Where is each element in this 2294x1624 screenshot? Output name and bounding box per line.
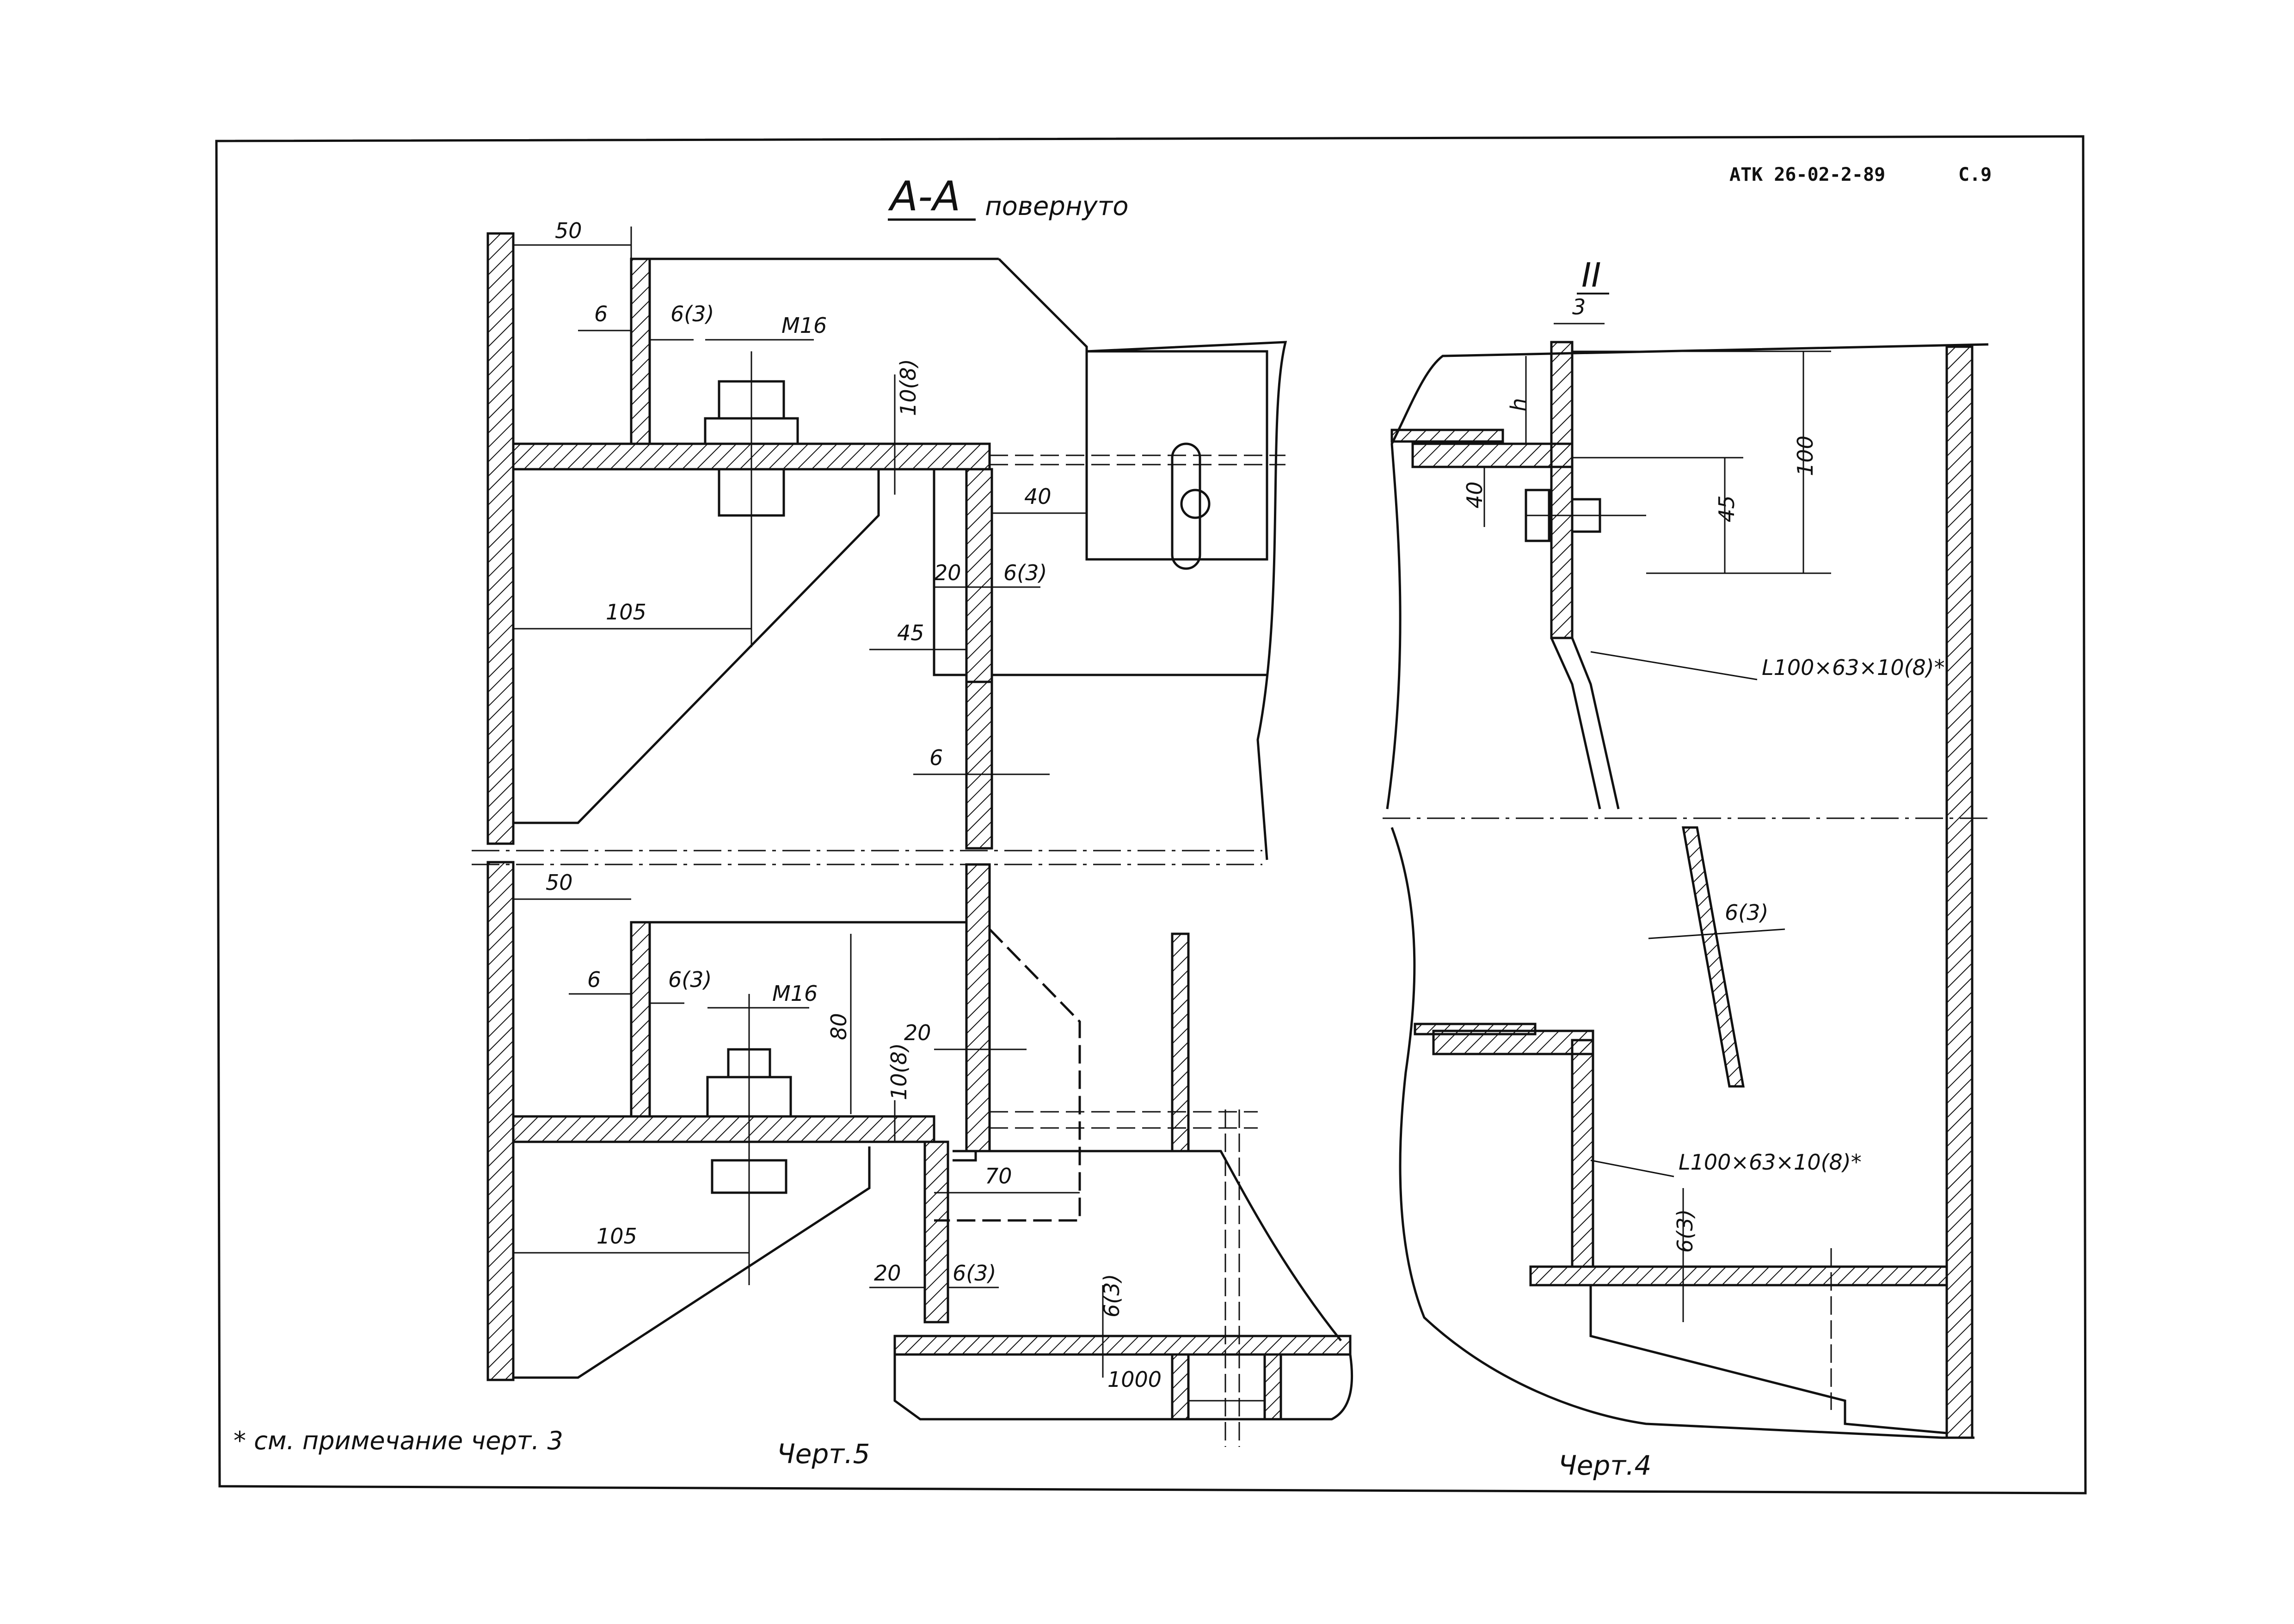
plate-mid	[965, 863, 991, 1152]
dim-10-8-bot: 10(8)	[886, 1043, 911, 1100]
drawing-4-caption: Черт.4	[1558, 1450, 1651, 1481]
bottom-skin	[1414, 1023, 1537, 1036]
top-angle-flange	[1411, 442, 1574, 468]
angle-top-label: L100×63×10(8)*	[1762, 655, 1945, 680]
dim-6-3-bot2: 6(3)	[953, 1261, 996, 1286]
dim-105-bot: 105	[597, 1224, 637, 1249]
dim-40: 40	[1024, 484, 1052, 509]
stiffener	[1171, 932, 1190, 1152]
footnote: * см. примечание черт. 3	[234, 1426, 563, 1455]
drawing-5: 50 6 6(3) М16 10(8) 40 20 6(3) 105 45 6 …	[472, 218, 1353, 1470]
page-number: С.9	[1958, 164, 1992, 185]
rib-upper	[630, 257, 651, 445]
section-letter: А-А	[888, 172, 960, 220]
dim-6-3-bot-4: 6(3)	[1673, 1209, 1697, 1253]
dim-10-8-top: 10(8)	[896, 359, 921, 416]
dim-100: 100	[1793, 435, 1818, 476]
dim-6-3-right: 6(3)	[1003, 560, 1047, 585]
section-note: повернуто	[985, 191, 1129, 221]
section-label: А-А повернуто	[888, 172, 1129, 221]
dim-45-4: 45	[1714, 495, 1739, 522]
bottom-plate	[1529, 1265, 1948, 1287]
channel-lower	[923, 1140, 949, 1324]
dim-50-bot: 50	[546, 870, 573, 895]
channel-upper	[965, 468, 993, 683]
dim-6-mid: 6	[929, 745, 943, 770]
dim-105-top: 105	[606, 600, 646, 625]
dim-6-3-top: 6(3)	[670, 301, 714, 326]
drawing-5-caption: Черт.5	[777, 1438, 870, 1470]
plate-upper-right	[965, 680, 993, 850]
dim-6-3-mid-4: 6(3)	[1725, 900, 1768, 925]
dim-6-3-vert: 6(3)	[1099, 1274, 1124, 1318]
dimension-lines-5	[513, 227, 1265, 1402]
dimension-lines-4	[1483, 323, 1831, 1322]
dim-h: h	[1506, 398, 1531, 411]
bottom-angle-leg	[1571, 1039, 1594, 1268]
rib-lower	[630, 921, 651, 1118]
wall-left	[486, 232, 515, 845]
dim-80: 80	[826, 1013, 851, 1040]
top-angle-leg	[1550, 341, 1574, 639]
dim-20-top: 20	[934, 560, 961, 585]
dim-3: 3	[1572, 294, 1586, 319]
wall-right	[1945, 345, 1974, 1439]
dim-50-top: 50	[555, 218, 582, 243]
dim-70: 70	[985, 1164, 1012, 1189]
dim-m16-top: М16	[781, 313, 827, 338]
dim-6-top: 6	[594, 301, 608, 326]
document-code: АТК 26-02-2-89	[1729, 164, 1886, 185]
wall-left-lower	[486, 861, 515, 1381]
angle-bot-label: L100×63×10(8)*	[1679, 1150, 1862, 1175]
dim-20-mid: 20	[904, 1020, 931, 1045]
drawing-4: 3 h 40 45 100 L100×63×10(8)* 6(3) L100×6…	[1383, 256, 1989, 1481]
dim-45: 45	[897, 620, 924, 645]
dim-6-bot: 6	[587, 967, 601, 992]
sheet-frame	[215, 135, 2087, 1495]
view-ii-label: II	[1581, 256, 1601, 294]
dim-1000: 1000	[1107, 1367, 1162, 1392]
dim-6-3-bot: 6(3)	[668, 967, 712, 992]
bottom-flange	[893, 1335, 1352, 1356]
dim-20-bot: 20	[874, 1261, 901, 1286]
top-skin	[1390, 429, 1504, 443]
flange-lower	[512, 1115, 935, 1143]
dim-40-4: 40	[1462, 481, 1487, 509]
dim-m16-bot: М16	[772, 981, 818, 1006]
